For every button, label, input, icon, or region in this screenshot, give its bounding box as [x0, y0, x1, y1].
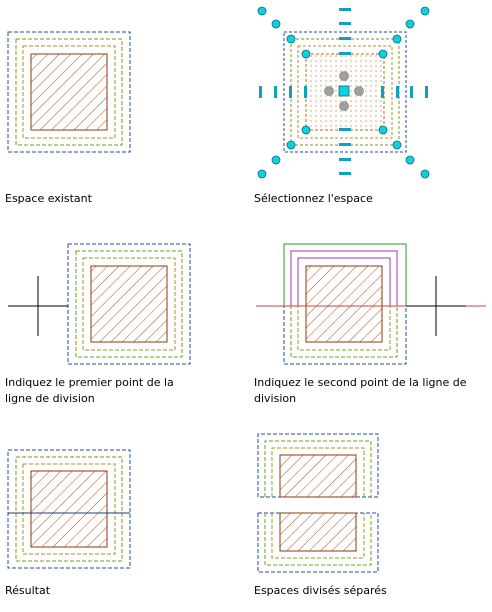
- grip-icon[interactable]: [257, 6, 430, 179]
- panel-second-point: [256, 243, 486, 365]
- caption-existing-space: Espace existant: [5, 192, 92, 205]
- crosshair-icon: [8, 276, 68, 336]
- panel-select-space: [257, 6, 430, 179]
- caption-select-space: Sélectionnez l'espace: [254, 192, 373, 205]
- caption-second-point: Indiquez le second point de la ligne de …: [254, 376, 467, 405]
- panel-result: [7, 449, 131, 569]
- panel-existing-space: [7, 31, 131, 153]
- panel-separated-spaces: [257, 433, 379, 573]
- caption-result: Résultat: [5, 584, 51, 597]
- crosshair-icon: [406, 276, 466, 336]
- panel-first-point: [8, 243, 191, 365]
- caption-separated-spaces: Espaces divisés séparés: [254, 584, 387, 597]
- caption-first-point: Indiquez le premier point de la ligne de…: [5, 376, 174, 405]
